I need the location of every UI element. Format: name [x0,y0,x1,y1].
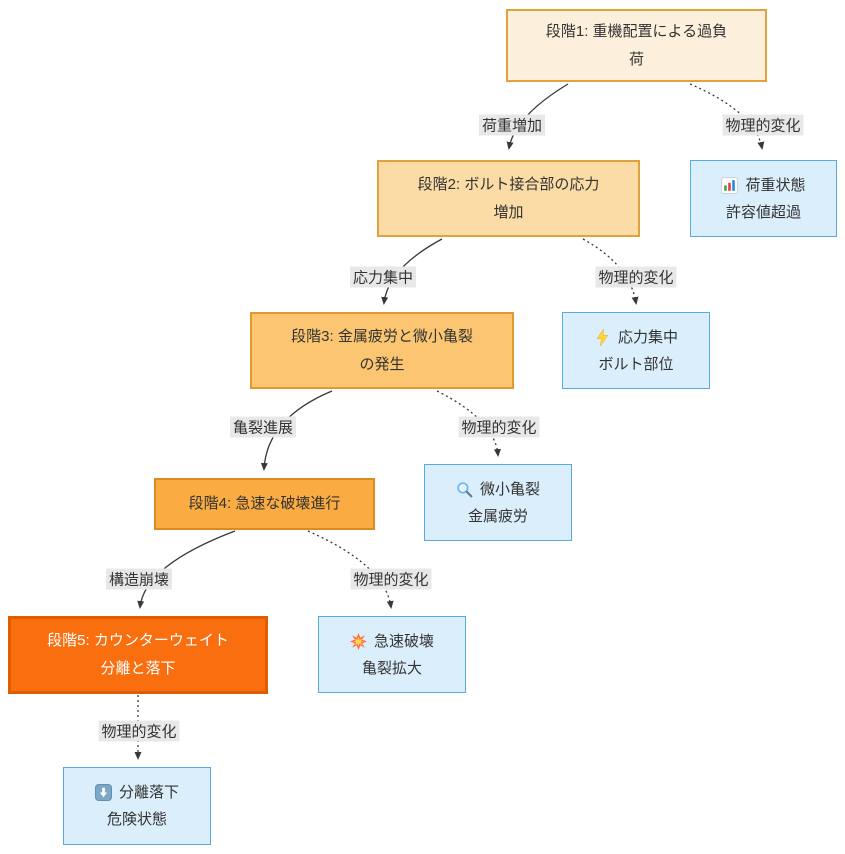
edge-label: 物理的変化 [595,266,677,288]
down-arrow-icon [94,784,112,801]
node-stage4: 段階4: 急速な破壊進行 [154,478,375,530]
lightning-icon [596,328,609,346]
stage2-label: 段階2: ボルト接合部の応力増加 [417,175,600,221]
stage4-label: 段階4: 急速な破壊進行 [188,495,341,512]
observation-line1: 微小亀裂 [479,480,540,498]
node-stage5: 段階5: カウンターウェイト分離と落下 [8,616,268,694]
observation-line1: 荷重状態 [745,176,806,194]
edge-label: 物理的変化 [722,114,804,136]
node-observation-separation-fall: 分離落下 危険状態 [63,767,211,845]
node-observation-load-state: 荷重状態 許容値超過 [690,160,837,237]
explosion-icon [349,632,367,650]
observation-line1: 応力集中 [617,328,678,346]
observation-line2: ボルト部位 [598,355,674,373]
edge-label: 物理的変化 [458,416,540,438]
magnifier-icon [457,481,473,497]
node-observation-micro-crack: 微小亀裂 金属疲労 [424,464,572,541]
observation-line1: 分離落下 [118,784,179,801]
stage1-label: 段階1: 重機配置による過負荷 [545,22,728,68]
stage3-label: 段階3: 金属疲労と微小亀裂の発生 [291,327,473,373]
edge-label: 物理的変化 [98,720,180,742]
edge-label: 亀裂進展 [229,416,297,438]
edge-stage2-obs2 [582,238,639,305]
node-stage3: 段階3: 金属疲労と微小亀裂の発生 [250,312,514,389]
observation-line2: 許容値超過 [725,203,801,221]
edge-stage4-stage5 [137,530,236,609]
node-stage2: 段階2: ボルト接合部の応力増加 [377,160,640,237]
stage5-label: 段階5: カウンターウェイト分離と落下 [47,632,229,677]
observation-line2: 亀裂拡大 [361,659,422,677]
observation-line2: 金属疲労 [467,507,528,525]
edge-label: 物理的変化 [350,568,432,590]
bar-chart-icon [721,176,739,194]
edge-label: 応力集中 [349,266,417,288]
edge-stage3-obs3 [436,390,501,457]
node-observation-stress-concentration: 応力集中 ボルト部位 [562,312,710,389]
edge-label: 荷重増加 [478,114,546,136]
edge-label: 構造崩壊 [105,568,173,590]
observation-line2: 危険状態 [106,811,167,828]
node-observation-rapid-fracture: 急速破壊 亀裂拡大 [318,616,466,693]
node-stage1: 段階1: 重機配置による過負荷 [506,9,767,82]
observation-line1: 急速破壊 [373,632,434,650]
